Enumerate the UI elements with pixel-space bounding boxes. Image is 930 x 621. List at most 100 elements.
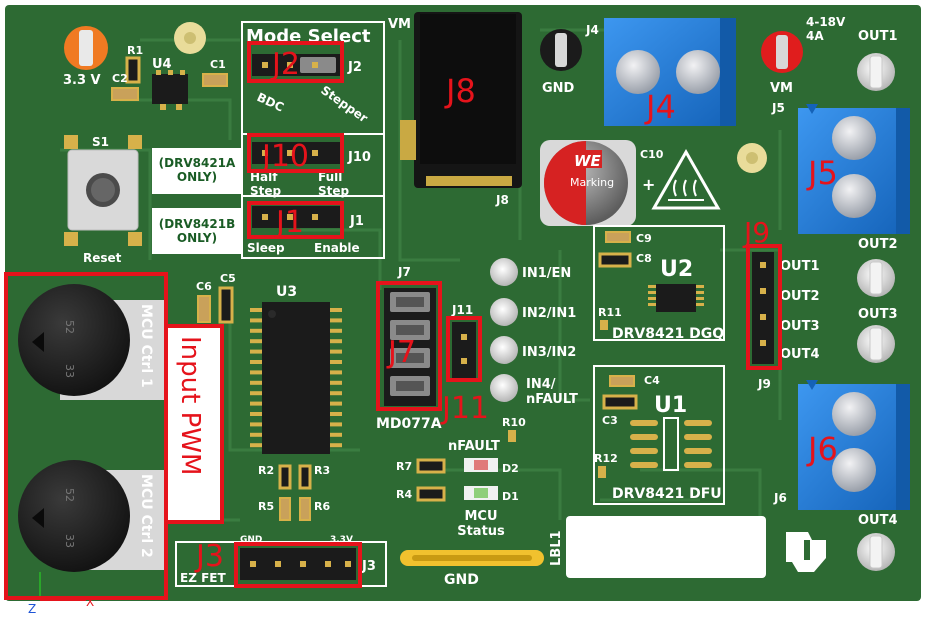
label-u2: U2	[660, 257, 693, 282]
label-nfault: nFAULT	[448, 439, 500, 454]
label-axis-x: X	[86, 595, 94, 609]
label-j6-silk: J6	[773, 491, 787, 505]
reset-button[interactable]	[64, 135, 142, 246]
chip-u4	[152, 74, 188, 104]
header-j2[interactable]	[252, 54, 344, 76]
u3-pin	[330, 360, 342, 364]
label-mcu-ctrl2: MCU Ctrl 2	[138, 474, 154, 558]
label-j5-silk: J5	[771, 101, 785, 115]
label-c10: C10	[640, 148, 664, 161]
barrel-jack-j8[interactable]	[400, 12, 522, 188]
label-r3: R3	[314, 464, 330, 477]
u3-pin	[330, 328, 342, 333]
capacitor-c3	[602, 394, 638, 410]
callout-j9: J9	[742, 216, 770, 249]
label-j9-out2: OUT2	[780, 289, 820, 304]
label-r11: R11	[598, 306, 622, 319]
label-out2: OUT2	[858, 237, 898, 252]
label-out4-bottom: OUT4	[858, 513, 898, 528]
potentiometer-mcu-ctrl-1[interactable]	[18, 284, 166, 400]
u3-pin	[330, 370, 342, 375]
u3-pin	[330, 401, 342, 406]
resistor-r11	[600, 320, 608, 330]
callout-boxes	[4, 41, 782, 600]
test-point-gnd-top	[540, 29, 582, 71]
test-point-out3	[857, 325, 895, 363]
u3-pin	[330, 339, 342, 344]
header-j9[interactable]	[752, 252, 774, 364]
label-j9-out3: OUT3	[780, 319, 820, 334]
callout-box-j3	[234, 542, 362, 588]
label-c8: C8	[636, 252, 652, 265]
label-r7: R7	[396, 460, 412, 473]
header-j10[interactable]	[252, 142, 344, 164]
callout-j6: J6	[806, 430, 838, 468]
mounting-hole-right	[737, 143, 767, 173]
callout-j11: J11	[440, 391, 489, 426]
label-lbl1: LBL1	[549, 530, 564, 566]
label-r10: R10	[502, 416, 526, 429]
label-reset: Reset	[83, 251, 122, 265]
callout-box-mcu-ctrl	[4, 272, 168, 600]
label-c2: C2	[112, 72, 128, 85]
label-c4: C4	[644, 374, 660, 387]
label-c5: C5	[220, 272, 236, 285]
label-axis-z: Z	[28, 602, 36, 616]
u3-pin	[250, 308, 262, 312]
label-gnd-bottom: GND	[444, 572, 479, 588]
label-marking: Marking	[570, 176, 614, 189]
label-md077a: MD077A	[376, 416, 442, 432]
test-point-in1	[490, 258, 518, 286]
label-j1-silk: J1	[349, 214, 364, 229]
callout-box-j1	[247, 201, 344, 239]
terminal-block-j5[interactable]	[798, 104, 910, 234]
label-enable: Enable	[314, 241, 360, 255]
label-r4: R4	[396, 488, 412, 501]
resistor-r1	[125, 56, 141, 84]
callout-input-pwm: Input PWM	[175, 336, 205, 475]
resistor-r12	[598, 466, 606, 478]
label-vm-right: VM	[770, 81, 793, 96]
header-j7[interactable]	[384, 288, 436, 406]
label-drv8421-dfu: DRV8421 DFU	[612, 486, 722, 502]
callout-box-j2	[247, 41, 344, 83]
potentiometer-mcu-ctrl-2[interactable]	[18, 460, 166, 572]
u3-pin	[250, 339, 262, 344]
test-point-in3	[490, 336, 518, 364]
u3-pin	[250, 328, 262, 333]
label-j2-silk: J2	[347, 60, 362, 75]
input-pwm-bg	[168, 328, 220, 520]
u1-frame	[593, 365, 725, 505]
label-out3: OUT3	[858, 307, 898, 322]
label-in4: IN4/nFAULT	[526, 377, 578, 407]
header-j1[interactable]	[252, 206, 344, 228]
label-r6: R6	[314, 500, 330, 513]
test-point-out4	[857, 533, 895, 571]
resistor-r5	[279, 497, 291, 521]
label-c3: C3	[602, 414, 618, 427]
test-point-out2	[857, 259, 895, 297]
header-j3[interactable]	[240, 548, 356, 580]
u3-pin	[250, 391, 262, 396]
u2-frame	[593, 225, 725, 341]
label-c1: C1	[210, 58, 226, 71]
callout-box-j10	[247, 133, 344, 173]
test-point-in2	[490, 298, 518, 326]
u3-pin	[250, 349, 262, 354]
header-j11[interactable]	[452, 322, 476, 378]
u3-pin	[250, 380, 262, 385]
terminal-block-j6[interactable]	[798, 380, 910, 510]
callout-j5: J5	[806, 154, 838, 192]
label-sleep: Sleep	[247, 241, 285, 255]
label-j4-silk: J4	[585, 23, 599, 37]
terminal-block-j4[interactable]	[604, 18, 736, 126]
resistor-r3	[298, 464, 312, 490]
label-r2: R2	[258, 464, 274, 477]
label-gnd-j3: GND	[240, 535, 262, 545]
label-mcu-ctrl1: MCU Ctrl 1	[138, 304, 154, 388]
callout-box-j11	[446, 316, 482, 382]
